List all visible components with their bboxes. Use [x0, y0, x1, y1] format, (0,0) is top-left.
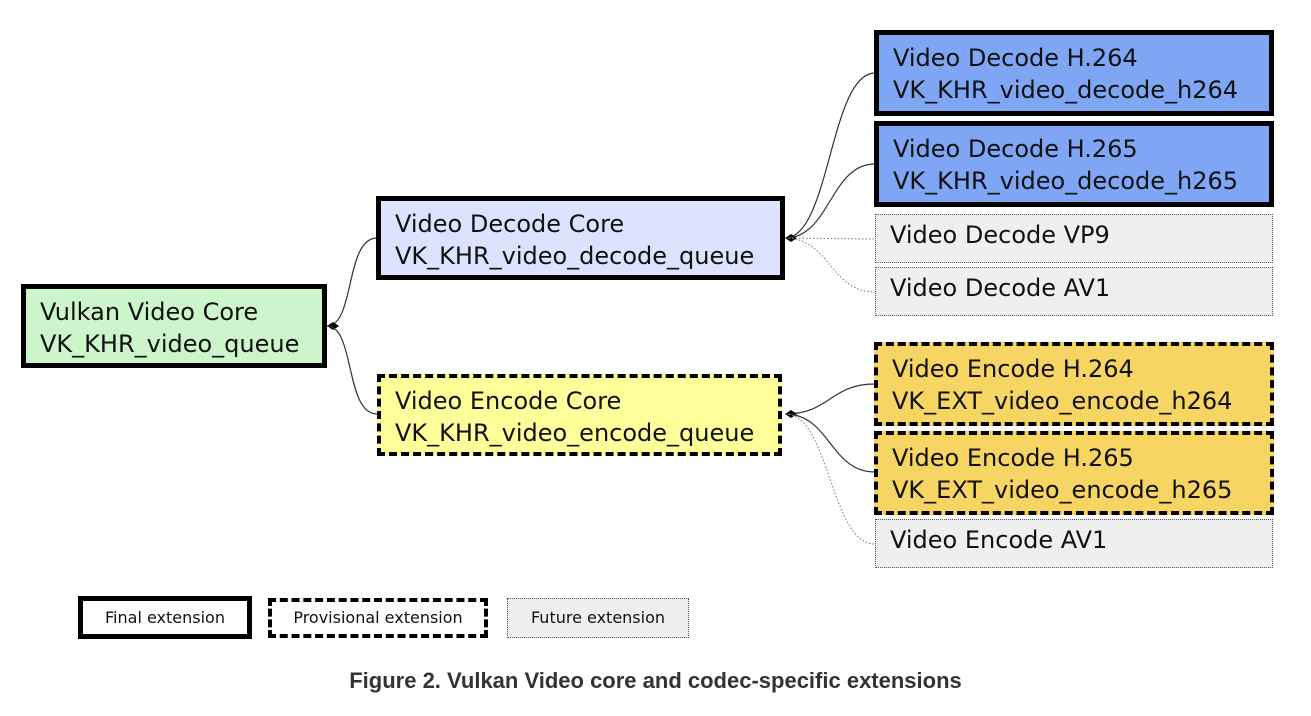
- node-extension: VK_KHR_video_encode_queue: [395, 419, 755, 447]
- node-video-decode-h264: Video Decode H.264 VK_KHR_video_decode_h…: [874, 30, 1274, 116]
- node-title: Video Decode H.264: [893, 44, 1138, 72]
- node-video-encode-h264: Video Encode H.264 VK_EXT_video_encode_h…: [874, 342, 1274, 426]
- node-vulkan-video-core: Vulkan Video Core VK_KHR_video_queue: [21, 284, 327, 368]
- node-video-encode-h265: Video Encode H.265 VK_EXT_video_encode_h…: [874, 431, 1274, 515]
- node-extension: VK_EXT_video_encode_h265: [892, 476, 1233, 504]
- node-video-decode-av1: Video Decode AV1: [875, 267, 1273, 316]
- node-title: Video Encode AV1: [890, 526, 1108, 554]
- node-video-decode-core: Video Decode Core VK_KHR_video_decode_qu…: [376, 196, 785, 280]
- link-core-encode: [326, 325, 378, 415]
- node-title: Video Decode AV1: [890, 274, 1111, 302]
- node-extension: VK_EXT_video_encode_h264: [892, 387, 1233, 415]
- legend-label: Final extension: [105, 607, 225, 627]
- legend-provisional-extension: Provisional extension: [268, 598, 488, 638]
- node-video-encode-core: Video Encode Core VK_KHR_video_encode_qu…: [377, 374, 782, 456]
- node-title: Video Decode VP9: [890, 221, 1110, 249]
- node-title: Video Decode H.265: [893, 135, 1138, 163]
- link-decode-h265: [784, 163, 876, 239]
- figure-caption: Figure 2. Vulkan Video core and codec-sp…: [349, 668, 962, 693]
- node-extension: VK_KHR_video_queue: [40, 330, 300, 358]
- node-video-encode-av1: Video Encode AV1: [875, 519, 1273, 568]
- node-title: Vulkan Video Core: [40, 298, 259, 326]
- legend-label: Provisional extension: [293, 608, 463, 627]
- node-video-decode-vp9: Video Decode VP9: [875, 214, 1273, 263]
- link-encode-av1: [784, 413, 876, 545]
- legend-future-extension: Future extension: [507, 598, 689, 638]
- link-decode-vp9: [784, 237, 876, 240]
- node-title: Video Encode H.265: [892, 444, 1134, 472]
- node-title: Video Decode Core: [395, 210, 625, 238]
- node-title: Video Encode Core: [395, 387, 622, 415]
- link-core-decode: [326, 237, 378, 330]
- legend-label: Future extension: [530, 608, 666, 627]
- link-encode-h265: [784, 413, 876, 473]
- node-title: Video Encode H.264: [892, 355, 1134, 383]
- legend-final-extension: Final extension: [78, 596, 252, 639]
- node-video-decode-h265: Video Decode H.265 VK_KHR_video_decode_h…: [874, 121, 1274, 207]
- node-extension: VK_KHR_video_decode_h265: [893, 167, 1239, 195]
- node-extension: VK_KHR_video_decode_h264: [893, 76, 1239, 104]
- link-encode-h264: [784, 383, 876, 418]
- link-decode-h264: [784, 72, 876, 242]
- node-extension: VK_KHR_video_decode_queue: [395, 242, 755, 270]
- link-decode-av1: [784, 237, 876, 293]
